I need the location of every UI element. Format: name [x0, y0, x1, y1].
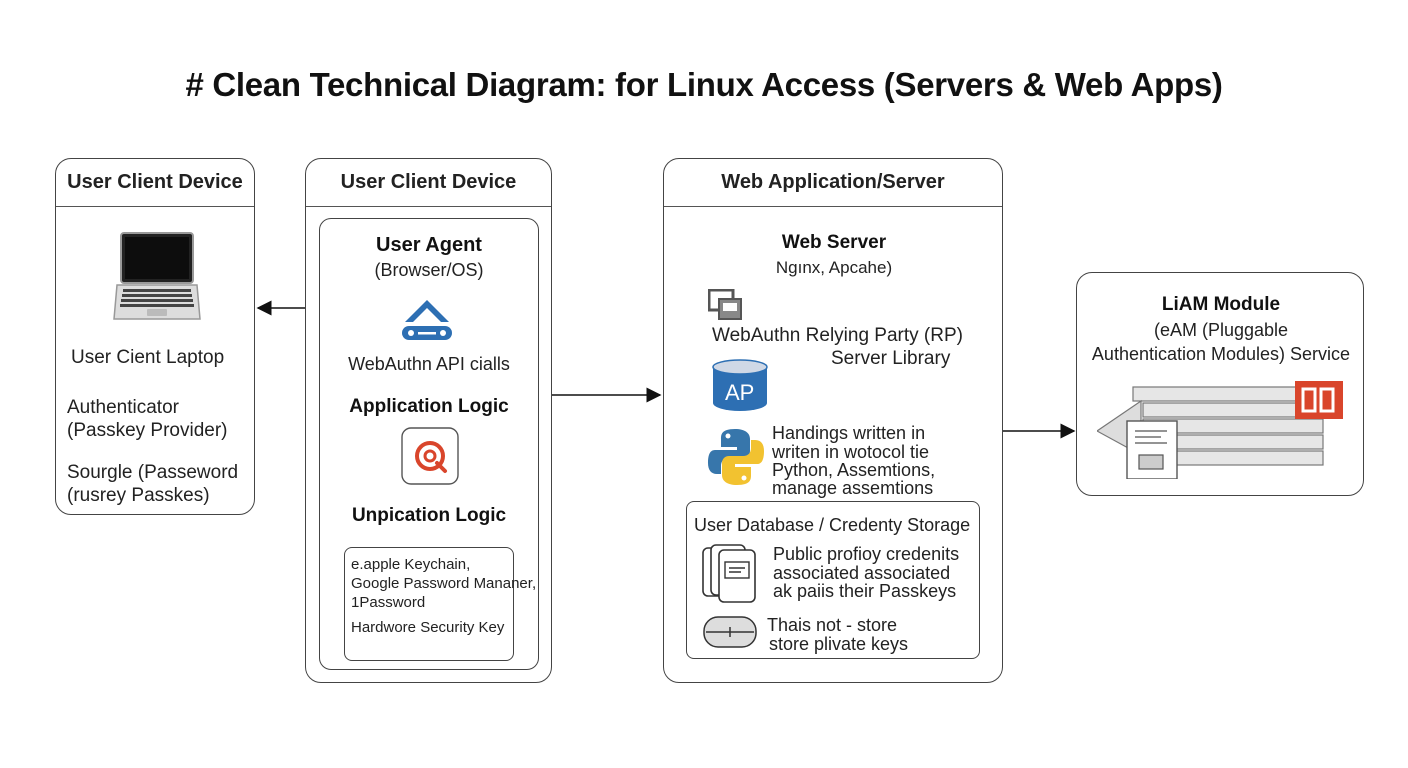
provider-google: Google Password Mananer, [351, 575, 537, 592]
user-agent-title: User Agent [376, 234, 482, 256]
web-app-box: Web Application/Server Web Server Ngınx,… [663, 158, 1003, 683]
handlings-line1: Handings written in [772, 423, 926, 443]
authenticator-line1: Authenticator [67, 397, 179, 418]
provider-apple: e.apple Keychain, [351, 556, 471, 573]
client-device-box: User Client Device User Cient Laptop Aut… [55, 158, 255, 515]
sourgle-line1: Sourgle (Passeword [67, 462, 239, 483]
web-app-header: Web Application/Server [664, 159, 1002, 207]
user-agent-inner-panel: User Agent (Browser/OS) WebAuthn API cia… [319, 218, 539, 670]
credential-storage-panel: User Database / Credenty Storage Public … [686, 501, 980, 659]
sourgle-line2: (rusrey Passkes) [67, 485, 210, 506]
app-logic-icon [401, 427, 459, 485]
database-icon [712, 359, 768, 411]
authenticator-line2: (Passkey Provider) [67, 420, 228, 441]
python-icon [708, 429, 764, 485]
not-store-line1: Thais not - store [767, 615, 898, 635]
client-device-header: User Client Device [56, 159, 254, 207]
user-agent-box: User Client Device User Agent (Browser/O… [305, 158, 552, 683]
credential-cards-icon [702, 544, 756, 603]
public-line1: Public profioy credenits [773, 544, 960, 564]
user-agent-subtitle: (Browser/OS) [374, 260, 484, 280]
pam-stack-icon [1097, 381, 1343, 479]
webauthn-api-icon [402, 300, 452, 340]
diagram-title: # Clean Technical Diagram: for Linux Acc… [185, 66, 1223, 103]
liam-title: LiAM Module [1161, 294, 1281, 315]
user-agent-box-header: User Client Device [306, 159, 551, 207]
handlings-line2: writen in wotocol tie [772, 442, 930, 462]
key-storage-icon [703, 616, 757, 648]
handlings-line4: manage assemtions [772, 478, 934, 498]
provider-1password: 1Password [351, 594, 426, 611]
rp-line2: Server Library [831, 348, 951, 369]
not-store-line2: store plivate keys [769, 634, 909, 654]
web-server-subtitle: Ngınx, Apcahe) [775, 258, 893, 277]
liam-sub-line1: (eAM (Pluggable [1153, 320, 1289, 340]
public-line3: ak paiis their Passkeys [773, 581, 957, 601]
passkey-providers-list: e.apple Keychain, Google Password Manane… [344, 547, 536, 661]
laptop-label: User Cient Laptop [71, 347, 225, 368]
liam-sub-line2: Authentication Modules) Service [1091, 344, 1351, 364]
public-line2: associated associated [773, 563, 951, 583]
server-window-icon [708, 289, 742, 320]
liam-module-box: LiAM Module (eAM (Pluggable Authenticati… [1076, 272, 1364, 496]
laptop-icon [113, 232, 201, 320]
handlings-line3: Python, Assemtions, [772, 460, 936, 480]
web-server-title: Web Server [781, 232, 887, 253]
unpication-logic-label: Unpication Logic [351, 505, 507, 526]
application-logic-label: Application Logic [349, 396, 509, 417]
credential-storage-title: User Database / Credenty Storage [694, 515, 971, 535]
provider-hardware-key: Hardwore Security Key [351, 619, 505, 636]
database-icon-label: AP [725, 380, 755, 405]
rp-line1: WebAuthn Relying Party (RP) [712, 325, 963, 346]
api-calls-label: WebAuthn API cialls [348, 354, 510, 374]
